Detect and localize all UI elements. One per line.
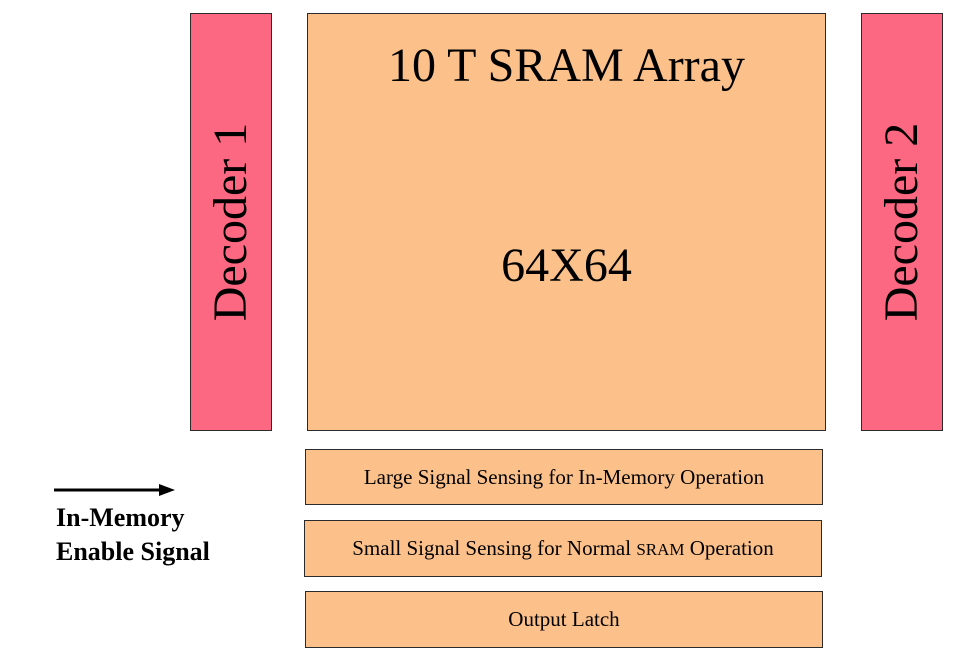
enable-arrow-head <box>159 484 175 496</box>
large-signal-sensing-label: Large Signal Sensing for In-Memory Opera… <box>363 464 765 489</box>
decoder-1-block: Decoder 1 <box>190 13 272 431</box>
decoder-2-label: Decoder 2 <box>875 122 928 322</box>
enable-signal-line-2: Enable Signal <box>56 537 210 566</box>
large-signal-sensing-block: Large Signal Sensing for In-Memory Opera… <box>305 449 823 505</box>
enable-signal-label: In-Memory Enable Signal <box>56 501 210 569</box>
decoder-1-label: Decoder 1 <box>204 122 257 322</box>
small-signal-sensing-prefix: Small Signal Sensing for Normal <box>352 536 637 560</box>
sram-array-size: 64X64 <box>501 239 632 292</box>
enable-signal-line-1: In-Memory <box>56 503 185 532</box>
output-latch-label: Output Latch <box>508 607 620 631</box>
sram-array-title: 10 T SRAM Array <box>388 39 745 92</box>
output-latch-block: Output Latch <box>305 591 823 648</box>
small-signal-sensing-label: Small Signal Sensing for Normal SRAM Ope… <box>352 536 774 561</box>
small-signal-sensing-sram: SRAM <box>636 540 685 559</box>
enable-signal-arrow <box>54 484 175 496</box>
sram-array-block: 10 T SRAM Array 64X64 <box>307 13 826 431</box>
decoder-2-block: Decoder 2 <box>861 13 943 431</box>
small-signal-sensing-suffix: Operation <box>684 536 774 560</box>
small-signal-sensing-block: Small Signal Sensing for Normal SRAM Ope… <box>304 520 822 577</box>
